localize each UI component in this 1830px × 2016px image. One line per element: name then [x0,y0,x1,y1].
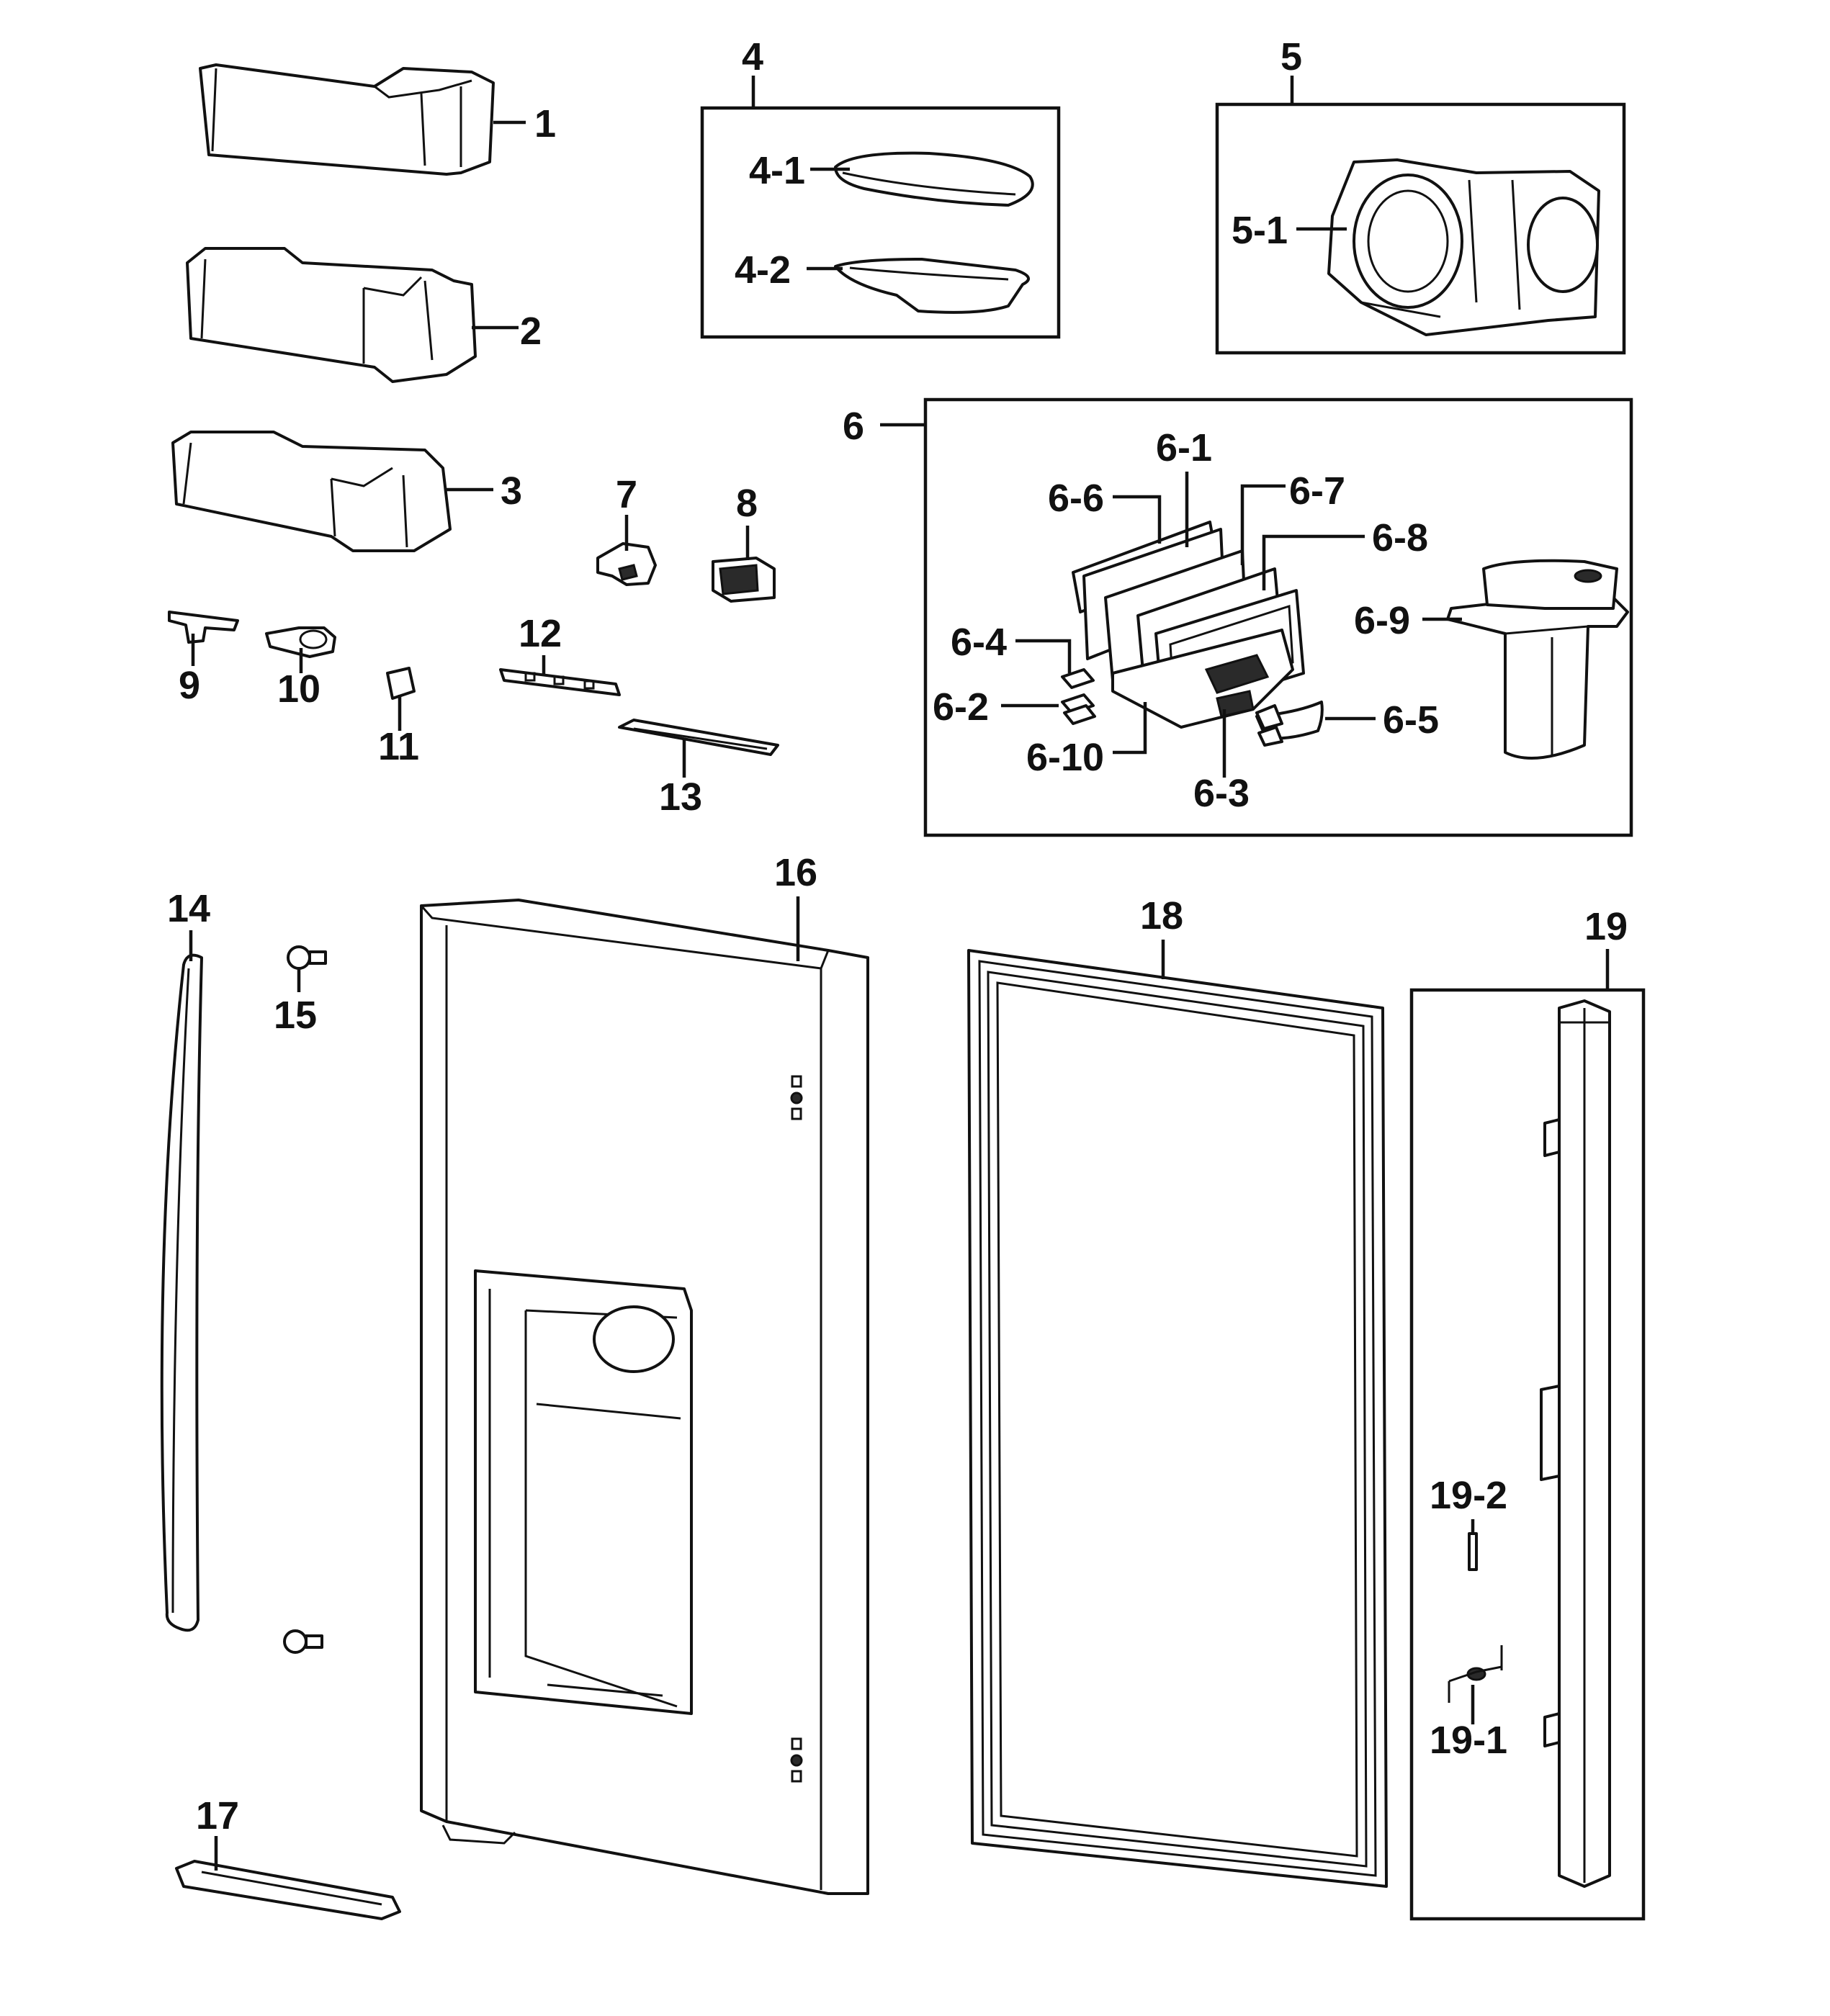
part-7-bracket [596,542,657,586]
label-6-7: 6-7 [1289,469,1345,513]
label-6-4: 6-4 [951,621,1007,664]
part-19-2-pin [1468,1532,1478,1571]
label-4-1: 4-1 [749,149,805,192]
label-3: 3 [501,469,522,513]
part-6-9-chute [1446,559,1629,760]
label-17: 17 [196,1794,239,1837]
part-10-cap [265,626,336,658]
label-11: 11 [378,725,419,768]
group-box-19 [1409,988,1646,1921]
label-6-5: 6-5 [1383,698,1439,742]
part-12-strip [499,668,621,696]
part-11-pad [386,667,416,700]
part-5-1-motor-assembly [1327,158,1600,336]
part-14-handle [160,953,203,1632]
label-7: 7 [616,473,637,516]
label-2: 2 [520,310,542,353]
label-6-1: 6-1 [1156,426,1212,469]
part-18-gasket [967,949,1388,1888]
part-8-block [712,557,776,603]
part-9-hinge [168,611,239,644]
label-5-1: 5-1 [1232,209,1288,252]
part-2-door-bin [186,247,519,383]
part-17-cover [175,1860,401,1920]
part-16-door [420,899,869,1895]
part-6-dispenser-housing [1061,521,1324,747]
part-15-screw [283,945,327,1654]
part-19-hinge-bar [1540,999,1611,1888]
label-6-6: 6-6 [1048,477,1104,520]
label-8: 8 [736,482,758,525]
label-6-8: 6-8 [1372,516,1428,559]
part-19-1-spring [1448,1645,1503,1703]
label-10: 10 [277,667,320,711]
group-box-6 [923,397,1633,837]
part-13-trim [618,719,779,756]
part-4-1-cover [834,151,1034,207]
label-15: 15 [274,994,317,1037]
label-19: 19 [1584,905,1628,948]
label-6: 6 [843,405,864,448]
label-6-2: 6-2 [933,685,989,729]
label-9: 9 [179,664,200,707]
group-box-5 [1215,102,1626,355]
label-19-1: 19-1 [1430,1719,1507,1762]
label-6-9: 6-9 [1354,599,1410,642]
label-16: 16 [774,851,817,894]
label-4: 4 [742,35,763,78]
label-14: 14 [167,887,210,930]
label-13: 13 [659,775,702,819]
part-4-2-tray [834,258,1030,314]
label-1: 1 [534,102,556,145]
part-3-door-bin [171,431,493,552]
label-19-2: 19-2 [1430,1474,1507,1517]
label-6-10: 6-10 [1026,736,1104,779]
label-4-2: 4-2 [735,248,791,292]
label-5: 5 [1280,35,1302,78]
label-12: 12 [519,612,562,655]
label-18: 18 [1140,894,1183,937]
group-box-4 [700,106,1061,339]
part-1-door-bin [199,63,526,176]
label-6-3: 6-3 [1193,772,1250,815]
